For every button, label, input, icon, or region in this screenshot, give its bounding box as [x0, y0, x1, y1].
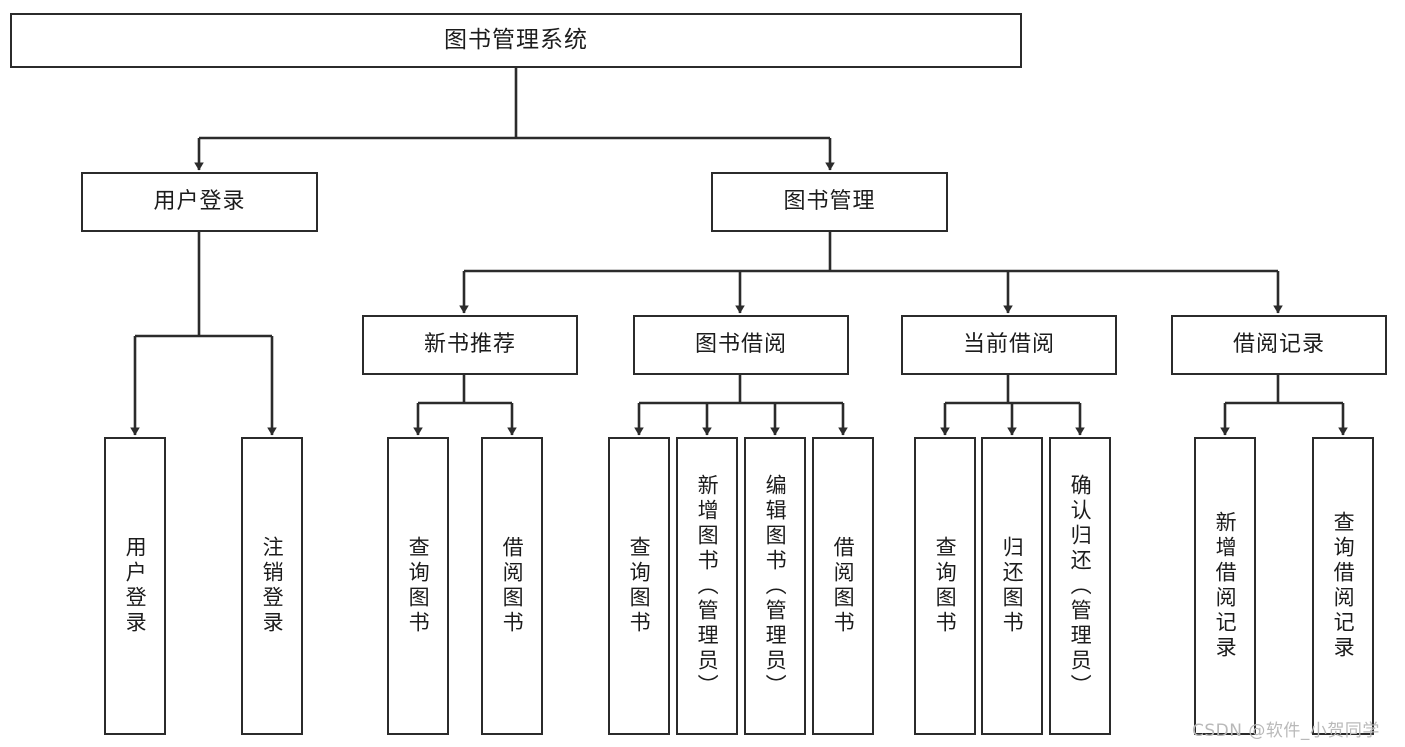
- leaf-return-book-label: 归还图书: [1000, 536, 1025, 636]
- leaf-logout-login[interactable]: 注销登录: [241, 437, 303, 735]
- leaf-borrow-book-2[interactable]: 借阅图书: [812, 437, 874, 735]
- node-borrow-record[interactable]: 借阅记录: [1171, 315, 1387, 375]
- leaf-logout-login-label: 注销登录: [260, 536, 285, 636]
- leaf-query-record[interactable]: 查询借阅记录: [1312, 437, 1374, 735]
- leaf-user-login-label: 用户登录: [123, 536, 148, 636]
- leaf-confirm-return[interactable]: 确认归还（管理员）: [1049, 437, 1111, 735]
- leaf-borrow-book-2-label: 借阅图书: [831, 536, 856, 636]
- node-root[interactable]: 图书管理系统: [10, 13, 1022, 68]
- leaf-query-book-3[interactable]: 查询图书: [914, 437, 976, 735]
- node-new-book-recommend-label: 新书推荐: [423, 331, 516, 357]
- leaf-borrow-book-1-label: 借阅图书: [500, 536, 525, 636]
- leaf-add-book-label: 新增图书（管理员）: [695, 473, 720, 699]
- leaf-confirm-return-label: 确认归还（管理员）: [1068, 473, 1093, 699]
- leaf-query-book-3-label: 查询图书: [933, 536, 958, 636]
- node-root-label: 图书管理系统: [444, 26, 588, 53]
- leaf-return-book[interactable]: 归还图书: [981, 437, 1043, 735]
- leaf-query-record-label: 查询借阅记录: [1331, 511, 1356, 661]
- node-book-borrow-label: 图书借阅: [694, 331, 787, 357]
- leaf-add-record[interactable]: 新增借阅记录: [1194, 437, 1256, 735]
- node-user-login[interactable]: 用户登录: [81, 172, 318, 232]
- node-new-book-recommend[interactable]: 新书推荐: [362, 315, 578, 375]
- leaf-edit-book-label: 编辑图书（管理员）: [763, 473, 788, 699]
- node-user-login-label: 用户登录: [153, 188, 246, 214]
- leaf-query-book-1-label: 查询图书: [406, 536, 431, 636]
- leaf-user-login[interactable]: 用户登录: [104, 437, 166, 735]
- node-current-borrow-label: 当前借阅: [962, 331, 1055, 357]
- node-book-borrow[interactable]: 图书借阅: [633, 315, 849, 375]
- leaf-query-book-2[interactable]: 查询图书: [608, 437, 670, 735]
- leaf-borrow-book-1[interactable]: 借阅图书: [481, 437, 543, 735]
- node-book-manage[interactable]: 图书管理: [711, 172, 948, 232]
- leaf-query-book-2-label: 查询图书: [627, 536, 652, 636]
- node-borrow-record-label: 借阅记录: [1232, 331, 1325, 357]
- node-book-manage-label: 图书管理: [783, 188, 876, 214]
- leaf-add-book[interactable]: 新增图书（管理员）: [676, 437, 738, 735]
- node-current-borrow[interactable]: 当前借阅: [901, 315, 1117, 375]
- leaf-query-book-1[interactable]: 查询图书: [387, 437, 449, 735]
- leaf-add-record-label: 新增借阅记录: [1213, 511, 1238, 661]
- leaf-edit-book[interactable]: 编辑图书（管理员）: [744, 437, 806, 735]
